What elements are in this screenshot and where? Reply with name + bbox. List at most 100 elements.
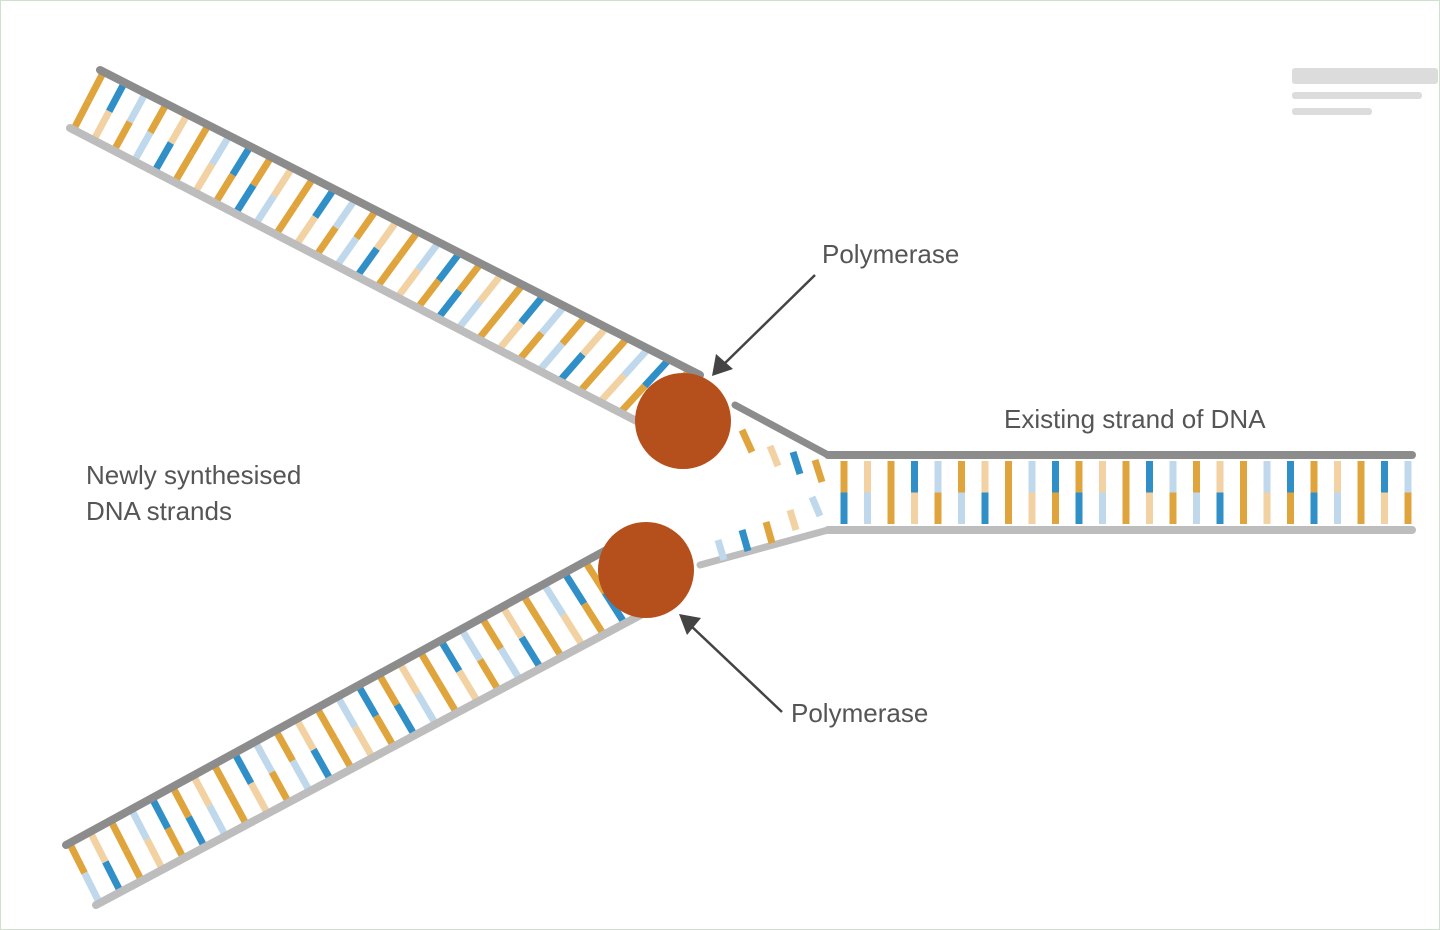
base-pair-half (310, 747, 333, 780)
base-pair-half (112, 120, 133, 150)
base-pair-half (497, 646, 522, 679)
existing-strand-label: Existing strand of DNA (1004, 404, 1266, 434)
base-pair-half (459, 629, 484, 662)
base-pair-half (67, 844, 88, 875)
base-pair-half (539, 306, 566, 336)
base-pair-half (315, 708, 338, 741)
base-pair-half (416, 278, 442, 308)
unwinding-region (696, 401, 832, 569)
base-pair-half (497, 320, 524, 350)
base-pair-half (164, 826, 186, 858)
base-pair-half (85, 72, 106, 103)
free-base (786, 508, 800, 532)
free-base (766, 444, 782, 468)
upper-new-backbone-outer (96, 66, 704, 379)
base-pair-half (497, 284, 524, 315)
base-pair-half (147, 104, 168, 135)
polymerase-top-label: Polymerase (822, 239, 959, 269)
base-pair-half (518, 295, 545, 325)
base-pair-half (291, 178, 315, 209)
base-pair-half (170, 787, 192, 819)
base-pair-half (71, 99, 92, 129)
base-pair-half (247, 781, 270, 813)
base-pair-half (394, 231, 419, 262)
free-base (762, 521, 776, 544)
base-pair-half (501, 607, 525, 640)
lower-new-backbone-outer (62, 544, 614, 849)
watermark-logo (1292, 68, 1438, 115)
base-pair-half (477, 309, 504, 340)
base-pair-half (132, 130, 154, 161)
base-pair-half (353, 210, 378, 241)
lower-new-strand (62, 544, 654, 909)
base-pair-half (274, 204, 298, 234)
base-pair-half (102, 860, 123, 891)
base-pair-half (106, 83, 127, 114)
base-pair-half (599, 373, 627, 403)
base-pair-half (477, 274, 503, 304)
base-pair-half (332, 200, 357, 230)
base-pair-half (294, 215, 319, 245)
free-base (714, 538, 728, 562)
base-pair-half (477, 658, 501, 690)
free-base (738, 428, 756, 454)
upper-new-strand (66, 66, 704, 432)
base-pair-half (456, 263, 482, 294)
base-pair-half (336, 697, 359, 729)
base-pair-half (456, 669, 480, 701)
base-pair-half (206, 804, 228, 835)
base-pair-half (268, 770, 291, 802)
polymerase-bottom-arrow (679, 614, 783, 713)
base-pair-half (193, 162, 216, 192)
base-pair-half (414, 691, 438, 724)
base-pair-half (227, 792, 249, 824)
base-pair-half (270, 168, 294, 198)
base-pair-half (191, 776, 213, 808)
base-pair-half (418, 652, 442, 685)
base-pair-half (415, 242, 440, 272)
base-pair-half (437, 288, 463, 319)
base-pair-half (518, 635, 543, 668)
new-strands-label-line2: DNA strands (86, 496, 232, 526)
polymerase-markers (598, 373, 731, 618)
base-pair-half (480, 618, 504, 651)
base-pair-half (559, 316, 587, 346)
base-pair-half (213, 172, 236, 203)
base-pair-half (88, 832, 109, 864)
base-pair-half (521, 596, 546, 629)
base-pair-half (539, 624, 564, 657)
base-pair-half (579, 362, 607, 392)
base-pair-half (229, 147, 252, 177)
free-base (789, 450, 804, 476)
base-pair-half (393, 702, 417, 735)
base-pair-half (209, 136, 231, 166)
base-pair-half (558, 351, 586, 382)
base-pair-half (212, 765, 234, 797)
fork-top-backbone (731, 401, 832, 459)
base-pair-half (376, 257, 401, 287)
polymerase-bottom-label: Polymerase (791, 698, 928, 728)
base-pair-half (152, 141, 174, 171)
base-pair-half (560, 613, 585, 646)
polymerase-bottom (598, 522, 694, 618)
base-pair-half (126, 94, 148, 124)
base-pair-half (580, 327, 608, 357)
base-pair-half (439, 641, 463, 673)
base-pair-half (619, 383, 648, 413)
base-pair-half (185, 815, 207, 847)
base-pair-half (542, 584, 567, 617)
free-base (811, 458, 826, 484)
existing-strand (824, 451, 1416, 534)
base-pair-half (188, 125, 210, 156)
upper-new-backbone-inner (66, 124, 654, 432)
base-pair-half (173, 151, 195, 182)
base-pair-half (374, 221, 398, 251)
base-pair-half (435, 253, 461, 283)
base-pair-half (312, 189, 336, 219)
base-pair-half (581, 601, 606, 634)
polymerase-top-arrow (712, 274, 816, 376)
base-pair-half (331, 736, 354, 768)
base-pair-half (92, 109, 113, 140)
base-pair-half (356, 686, 379, 718)
